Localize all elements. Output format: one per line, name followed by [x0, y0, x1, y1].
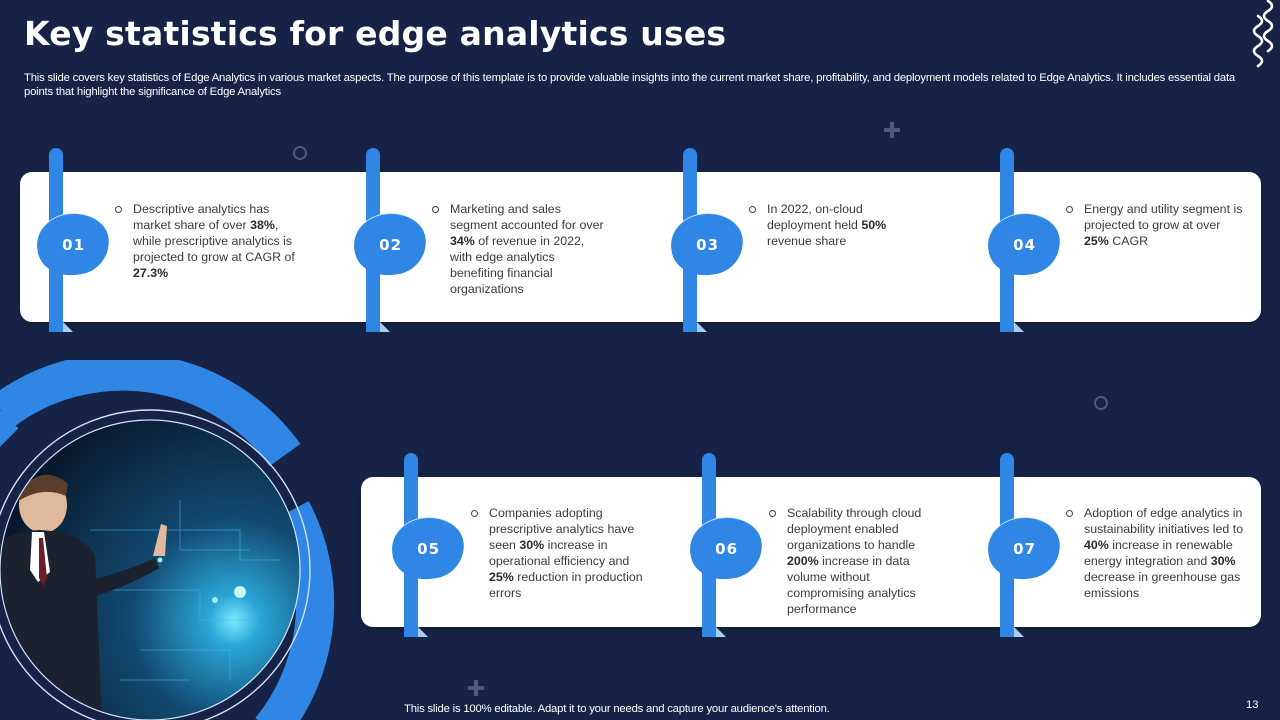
plus-decoration-icon — [884, 122, 900, 138]
bar-foot — [418, 627, 428, 637]
stat-point-05: Companies adopting prescriptive analytic… — [471, 505, 651, 601]
squiggle-decoration-icon — [1252, 0, 1274, 68]
stat-point-04: Energy and utility segment is projected … — [1066, 201, 1246, 249]
stat-point-03: In 2022, on-cloud deployment held 50% re… — [749, 201, 909, 249]
ring-decoration-icon — [293, 146, 307, 160]
stat-point-07: Adoption of edge analytics in sustainabi… — [1066, 505, 1246, 601]
bar-foot — [697, 322, 707, 332]
bar-foot — [1014, 322, 1024, 332]
stats-card-bottom — [361, 477, 1261, 627]
stat-point-01: Descriptive analytics has market share o… — [115, 201, 300, 281]
bar-foot — [1014, 627, 1024, 637]
stat-point-06: Scalability through cloud deployment ena… — [769, 505, 944, 617]
footer-note: This slide is 100% editable. Adapt it to… — [404, 703, 830, 715]
bar-foot — [380, 322, 390, 332]
page-number: 13 — [1246, 699, 1259, 711]
slide-subtitle: This slide covers key statistics of Edge… — [24, 72, 1235, 98]
hero-image — [0, 352, 360, 720]
bar-foot — [716, 627, 726, 637]
bar-foot — [63, 322, 73, 332]
stat-point-02: Marketing and sales segment accounted fo… — [432, 201, 607, 297]
plus-decoration-icon — [468, 680, 484, 696]
ring-decoration-icon — [1094, 396, 1108, 410]
slide-title: Key statistics for edge analytics uses — [24, 14, 727, 53]
